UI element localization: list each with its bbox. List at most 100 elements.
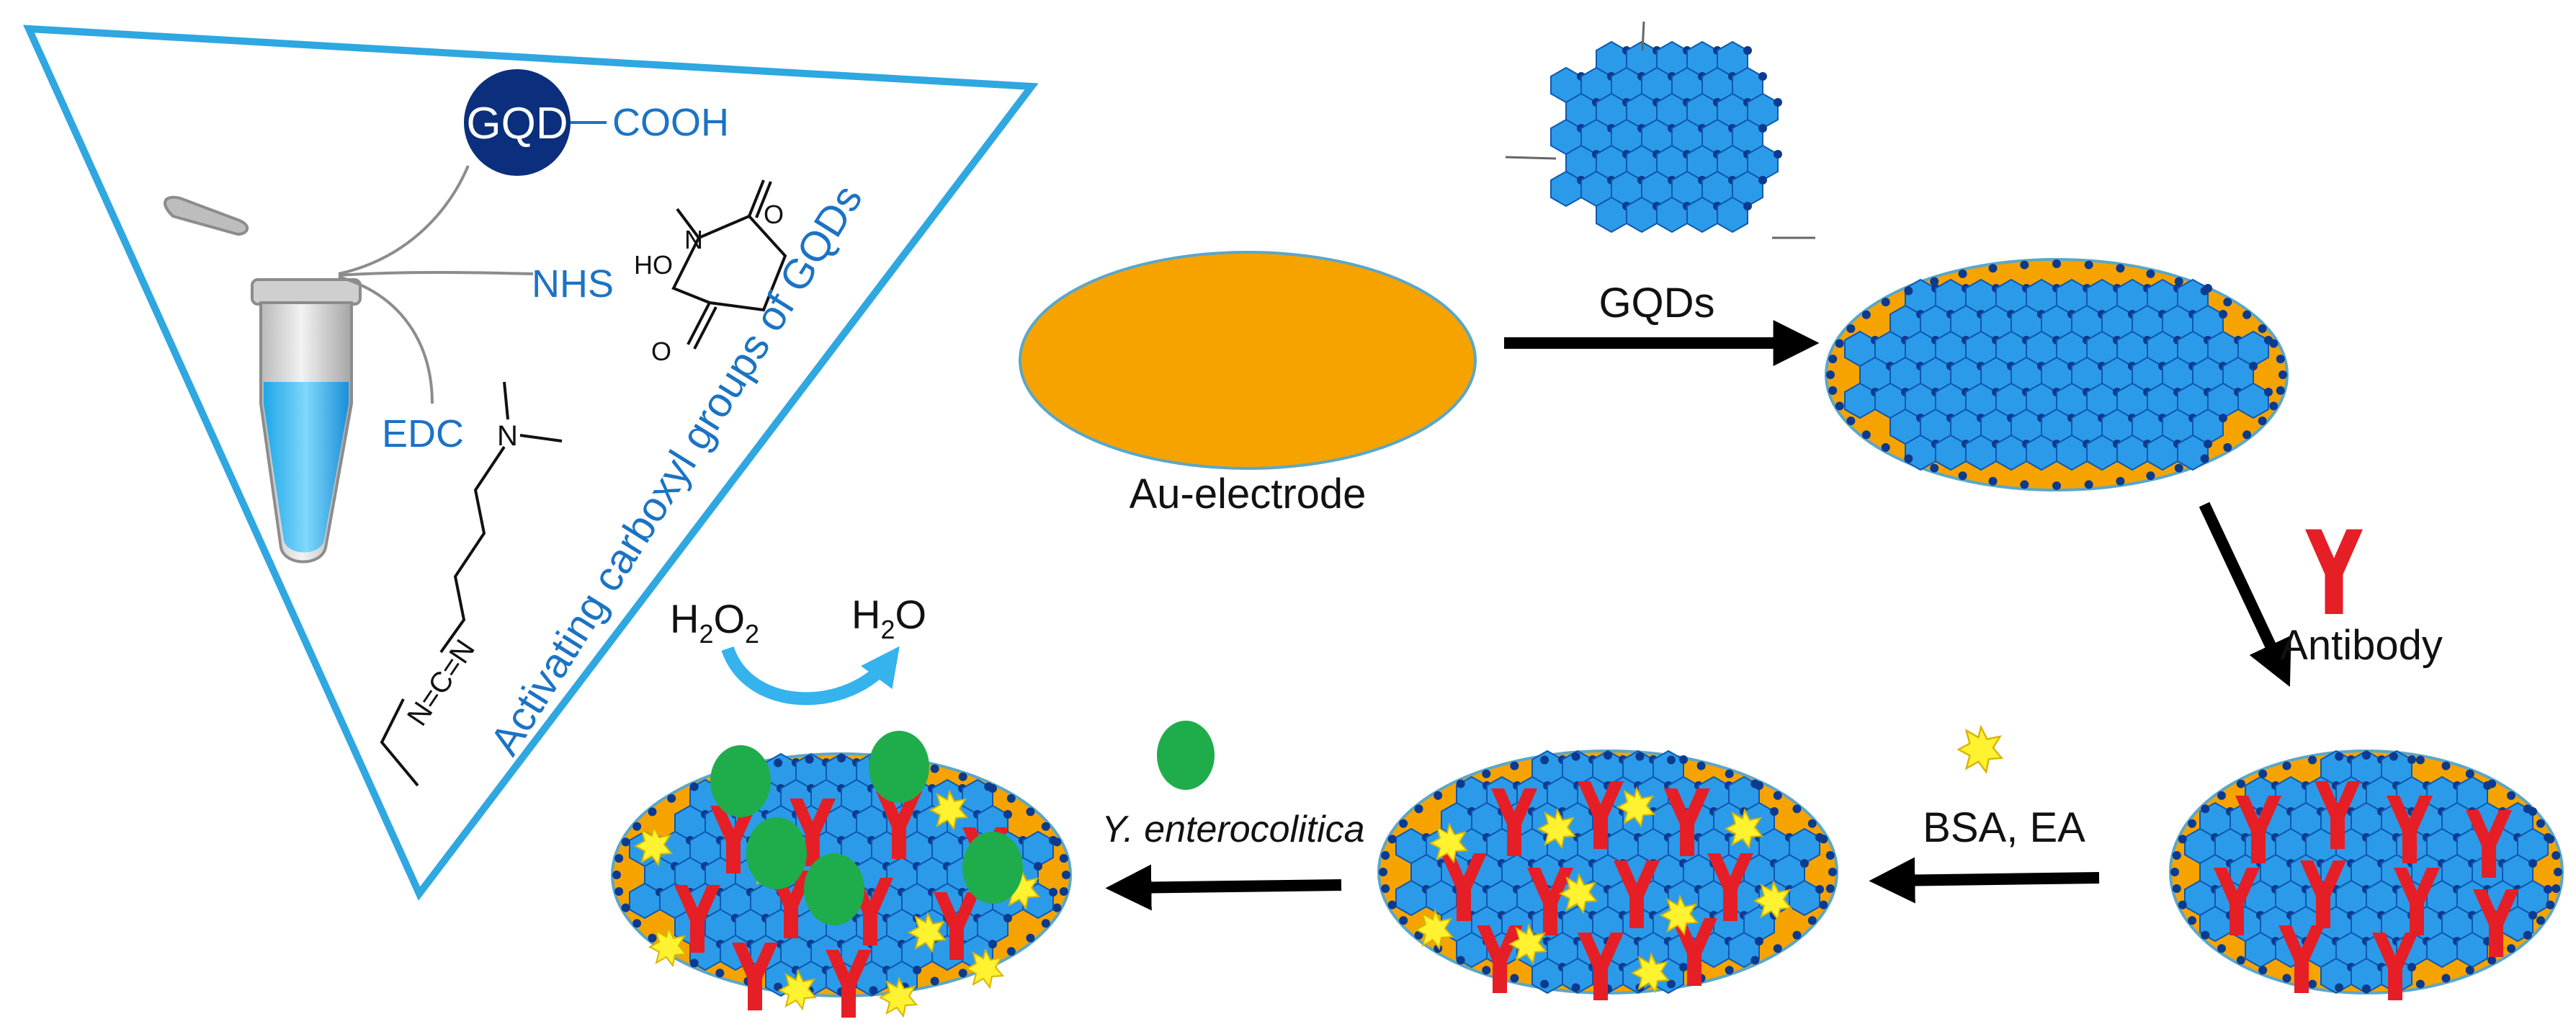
gqd-edge-dot xyxy=(2441,974,2451,983)
gqd-sheet xyxy=(1844,279,2273,471)
gqd-vertex-dot xyxy=(2528,859,2537,868)
gqd-edge-dot xyxy=(715,969,725,978)
gqd-edge-dot xyxy=(2282,974,2291,983)
gqd-edge-dot xyxy=(2546,900,2555,909)
edc-n-dimethyl-label: N xyxy=(497,420,518,452)
gqd-vertex-dot xyxy=(1049,888,1057,897)
gqd-edge-dot xyxy=(1387,835,1397,844)
gqd-edge-dot xyxy=(1006,793,1016,803)
au-electrode-disk xyxy=(1019,251,1477,470)
nhs-o-top-label: O xyxy=(764,200,784,229)
gqd-edge-dot xyxy=(1387,900,1397,909)
gqd-functional-tail xyxy=(1505,156,1557,160)
gqd-edge-dot xyxy=(2242,430,2252,440)
gqd-edge-dot xyxy=(632,919,642,928)
gqd-vertex-dot xyxy=(2219,414,2227,422)
gqd-vertex-dot xyxy=(913,966,921,974)
gqd-edge-dot xyxy=(1006,947,1016,956)
gqd-vertex-dot xyxy=(1758,72,1767,81)
gqd-vertex-dot xyxy=(2249,362,2258,370)
gqd-edge-dot xyxy=(1807,916,1817,925)
gqd-edge-dot xyxy=(2172,850,2181,860)
gqd-edge-dot xyxy=(1828,868,1837,876)
gqd-vertex-dot xyxy=(1815,885,1824,894)
gqd-edge-dot xyxy=(2258,416,2267,425)
gqd-edge-dot xyxy=(2536,819,2545,828)
gqd-edge-dot xyxy=(1819,835,1828,844)
gqd-edge-dot xyxy=(2020,480,2029,489)
gqd-edge-dot xyxy=(1835,339,1844,348)
gqd-vertex-dot xyxy=(1679,963,1688,971)
gqd-edge-dot xyxy=(2276,355,2285,364)
edc-carbodiimide-label: N=C=N xyxy=(401,634,481,731)
nhs-label: NHS xyxy=(532,262,614,306)
gqd-edge-dot xyxy=(1414,804,1423,814)
nhs-ho-label: HO xyxy=(634,250,673,280)
gqd-edge-dot xyxy=(2146,471,2155,481)
gqd-vertex-dot xyxy=(1003,914,1012,922)
h2o-label: H2O xyxy=(851,592,926,644)
gqd-edge-dot xyxy=(612,871,621,879)
gqd-vertex-dot xyxy=(1758,124,1767,133)
gqd-edge-dot xyxy=(614,853,624,863)
gqd-edge-dot xyxy=(2223,442,2232,452)
gqd-edge-dot xyxy=(1399,819,1408,828)
gqd-badge-label: GQD xyxy=(466,99,568,148)
gqd-edge-dot xyxy=(667,793,676,803)
triangle-border xyxy=(23,25,1039,901)
gqd-edge-dot xyxy=(2052,259,2061,268)
gqd-edge-dot xyxy=(2441,761,2451,770)
gqd-edge-dot xyxy=(1904,454,1913,463)
gqd-edge-dot xyxy=(1026,933,1035,943)
gqd-edge-dot xyxy=(1059,853,1068,863)
gqd-edge-dot xyxy=(1773,944,1782,953)
gqd-edge-dot xyxy=(2308,755,2317,765)
gqd-edge-dot xyxy=(2507,944,2516,953)
gqd-edge-dot xyxy=(621,903,630,912)
bacteria-cell xyxy=(869,731,929,803)
gqd-edge-dot xyxy=(2201,804,2210,814)
gqd-edge-dot xyxy=(774,758,783,768)
gqd-edge-dot xyxy=(689,958,699,968)
gqd-edge-dot xyxy=(2242,310,2252,319)
gqd-edge-dot xyxy=(2188,916,2197,925)
au-electrode: Au-electrode xyxy=(1019,251,1477,517)
gqd-edge-dot xyxy=(1041,822,1050,831)
gqd-edge-dot xyxy=(632,822,642,831)
gqd-edge-dot xyxy=(1904,286,1913,295)
gqd-edge-dot xyxy=(2523,930,2532,940)
gqd-edge-dot xyxy=(1540,755,1549,765)
gqd-edge-dot xyxy=(1381,850,1390,860)
gqd-edge-dot xyxy=(2554,868,2562,876)
gqd-vertex-dot xyxy=(2407,963,2416,971)
gqd-edge-dot xyxy=(648,807,657,817)
gqd-edge-dot xyxy=(1881,298,1890,307)
bacteria-cell xyxy=(962,832,1023,904)
reaction-curved-arrow xyxy=(721,646,900,706)
gqd-edge-dot xyxy=(805,755,814,764)
gqd-edge-dot xyxy=(1635,752,1645,761)
gqd-edge-dot xyxy=(1571,752,1580,761)
gqd-edge-dot xyxy=(1846,324,1856,334)
gqd-edge-dot xyxy=(1930,277,1939,286)
gqd-vertex-dot xyxy=(1679,755,1688,764)
gqd-vertex-dot xyxy=(1770,807,1779,816)
gqd-edge-dot xyxy=(2200,454,2209,463)
y-enterocolitica-label: Y. enterocolitica xyxy=(1101,809,1364,850)
gqd-edge-dot xyxy=(2487,956,2497,965)
gqd-vertex-dot xyxy=(2407,755,2416,764)
gqd-edge-dot xyxy=(2174,463,2183,473)
gqd-vertex-dot xyxy=(1758,176,1767,184)
gqd-edge-dot xyxy=(1835,401,1844,411)
blocker-star-icon xyxy=(1957,726,2003,773)
nhs-structure xyxy=(671,179,787,350)
gqd-edge-dot xyxy=(1825,884,1835,894)
gqd-edge-dot xyxy=(2201,930,2210,940)
gqd-edge-dot xyxy=(1379,868,1387,876)
gqd-edge-dot xyxy=(1381,884,1390,894)
gqd-edge-dot xyxy=(1059,887,1068,897)
gqd-edge-dot xyxy=(2146,269,2155,278)
gqd-edge-dot xyxy=(2536,916,2545,925)
gqd-edge-dot xyxy=(1052,837,1062,847)
